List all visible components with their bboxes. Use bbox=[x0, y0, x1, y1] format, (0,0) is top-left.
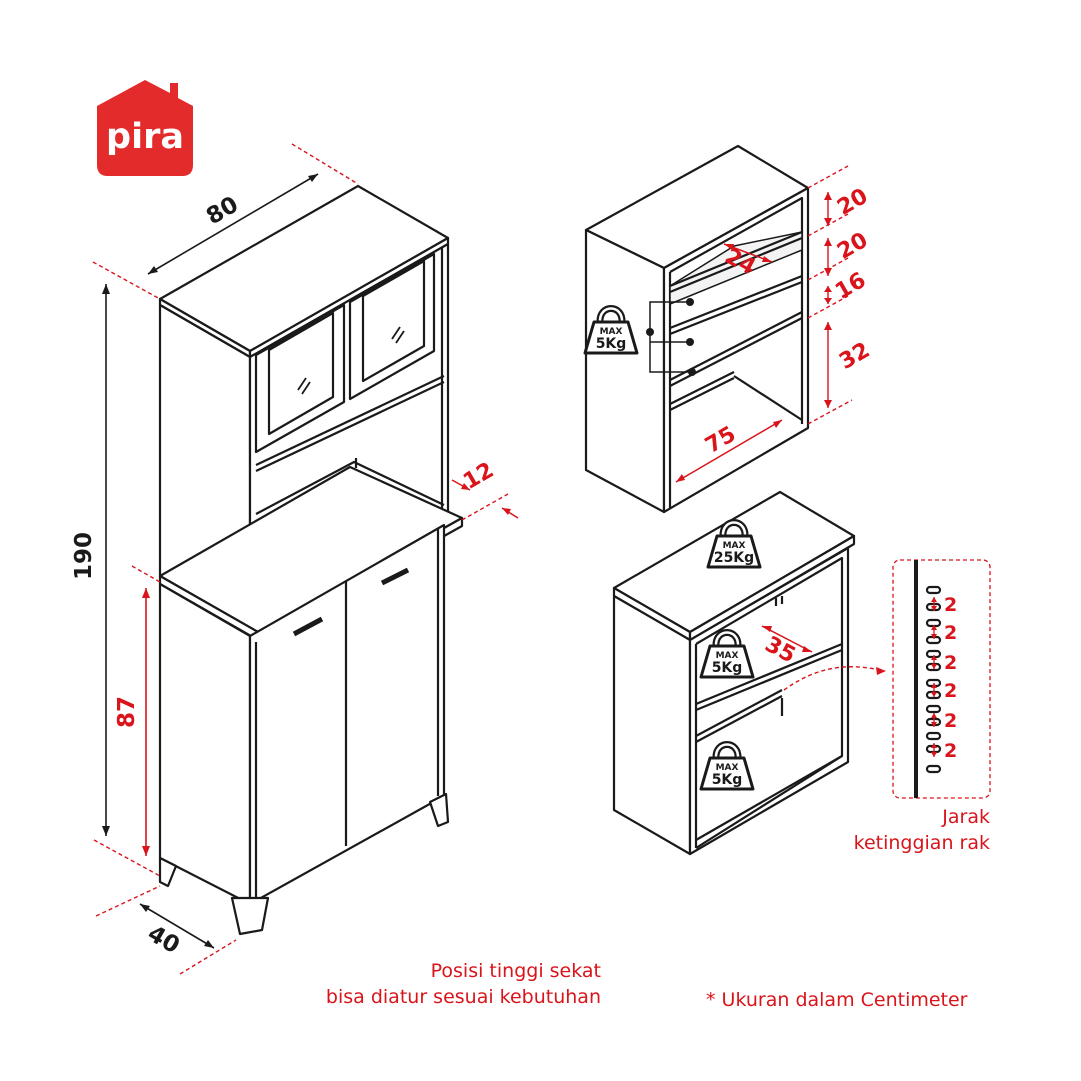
shelf-height-2: 20 bbox=[833, 228, 872, 265]
shelf-weight-icon: MAX 5Kg bbox=[701, 633, 753, 678]
upper-weight-icon: MAX 5Kg bbox=[585, 309, 637, 354]
adjustable-note-line2: bisa diatur sesuai kebutuhan bbox=[325, 986, 601, 1008]
height-label: 190 bbox=[71, 532, 97, 580]
adjustable-note-line1: Posisi tinggi sekat bbox=[430, 960, 601, 982]
shelf-pin-caption-line1: Jarak bbox=[942, 806, 990, 828]
pin-spacing-6: 2 bbox=[944, 740, 957, 762]
shelf-weight-max: MAX bbox=[716, 651, 739, 661]
bottom-weight-icon: MAX 5Kg bbox=[701, 745, 753, 790]
upper-unit-drawing bbox=[584, 144, 810, 514]
brand-name: pira bbox=[106, 117, 184, 157]
shelf-height-4: 32 bbox=[835, 338, 874, 375]
pira-logo: pira bbox=[97, 80, 193, 176]
shelf-height-1: 20 bbox=[833, 184, 872, 221]
pin-spacing-1: 2 bbox=[944, 594, 957, 616]
shelf-pin-caption-line2: ketinggian rak bbox=[853, 832, 990, 854]
units-note: * Ukuran dalam Centimeter bbox=[706, 989, 968, 1011]
shelf-pin-detail: 2 2 2 2 2 2 bbox=[892, 559, 991, 799]
adjustable-shelf-note: Posisi tinggi sekat bisa diatur sesuai k… bbox=[326, 958, 601, 1010]
pin-spacing-3: 2 bbox=[944, 652, 957, 674]
pin-spacing-5: 2 bbox=[944, 710, 957, 732]
base-height-label: 87 bbox=[114, 696, 140, 728]
top-weight-value: 25Kg bbox=[714, 550, 754, 566]
shelf-height-3: 16 bbox=[831, 268, 870, 305]
tall-cabinet-drawing bbox=[158, 184, 464, 936]
shelf-pin-caption: Jarak ketinggian rak bbox=[854, 804, 990, 856]
upper-weight-value: 5Kg bbox=[596, 336, 627, 352]
upper-weight-max: MAX bbox=[600, 327, 623, 337]
pin-spacing-4: 2 bbox=[944, 680, 957, 702]
top-weight-icon: MAX 25Kg bbox=[708, 523, 760, 568]
bottom-weight-value: 5Kg bbox=[712, 772, 743, 788]
shelf-weight-value: 5Kg bbox=[712, 660, 743, 676]
pin-spacing-2: 2 bbox=[944, 622, 957, 644]
bottom-weight-max: MAX bbox=[716, 763, 739, 773]
lower-unit-annotations: 35 MAX 25Kg MAX 5Kg MAX 5Kg bbox=[701, 523, 886, 790]
top-weight-max: MAX bbox=[723, 541, 746, 551]
width-label: 80 bbox=[202, 192, 243, 231]
